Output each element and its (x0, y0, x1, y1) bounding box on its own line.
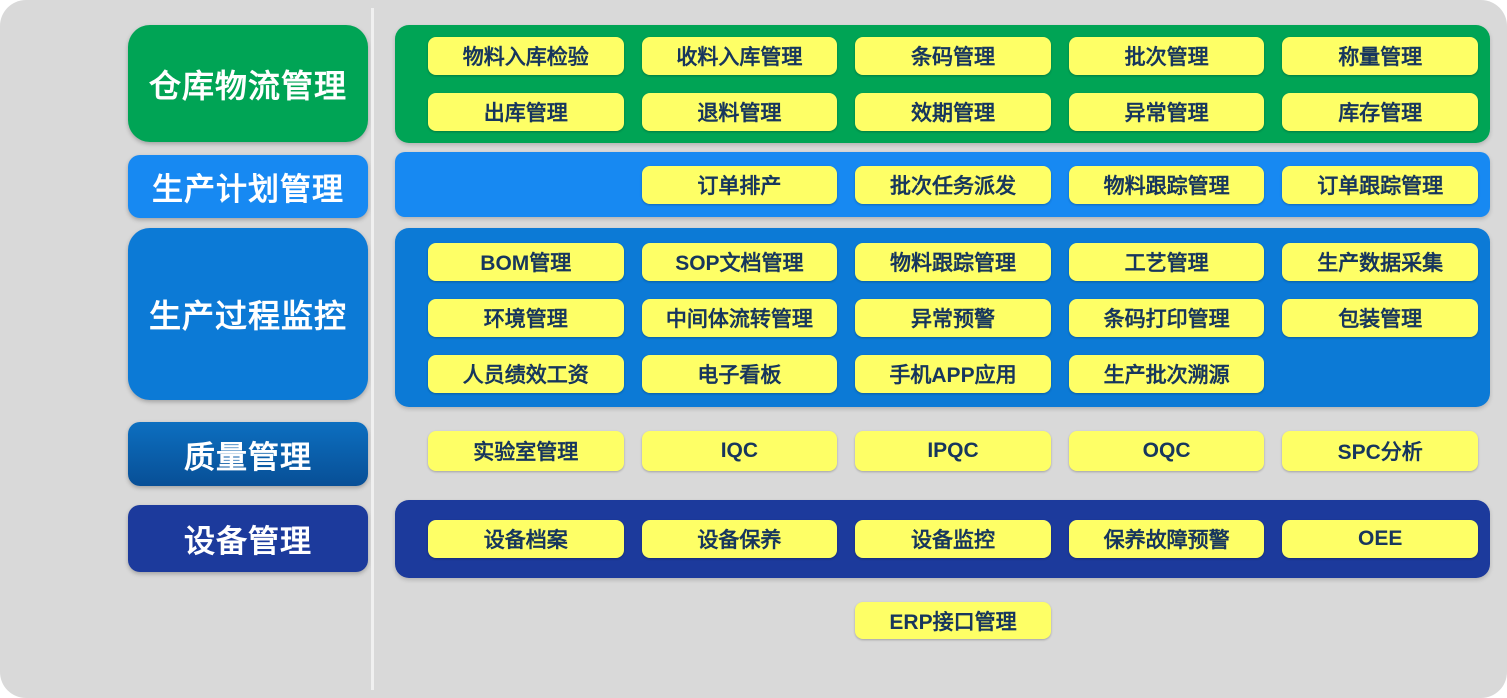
module-button[interactable]: 生产数据采集 (1282, 242, 1478, 281)
module-button[interactable]: 手机APP应用 (855, 354, 1051, 393)
module-row: 设备档案设备保养设备监控保养故障预警 OEE (395, 520, 1490, 558)
module-button[interactable]: 退料管理 (641, 93, 838, 131)
category-label-warehouse: 仓库物流管理 (128, 25, 368, 142)
module-button[interactable]: 工艺管理 (1068, 242, 1265, 281)
module-button[interactable]: 异常管理 (1068, 93, 1265, 131)
module-button[interactable]: 条码管理 (855, 37, 1051, 75)
erp-interface-button[interactable]: ERP接口管理 (855, 602, 1051, 639)
panel-quality: 实验室管理 IQC IPQC OQC SPC分析 (395, 430, 1490, 471)
module-button[interactable]: 称量管理 (1282, 37, 1478, 75)
category-label-planning: 生产计划管理 (128, 155, 368, 218)
module-button[interactable]: 出库管理 (428, 93, 624, 131)
panel-equipment: 设备档案设备保养设备监控保养故障预警 OEE (395, 500, 1490, 578)
module-row: 物料入库检验收料入库管理条码管理批次管理称量管理 (395, 37, 1490, 75)
module-row: 实验室管理 IQC IPQC OQC SPC分析 (395, 430, 1490, 471)
module-button[interactable]: 中间体流转管理 (641, 298, 838, 337)
module-button[interactable]: 物料入库检验 (428, 37, 624, 75)
module-button[interactable]: 批次管理 (1068, 37, 1265, 75)
module-button[interactable]: OQC (1068, 430, 1265, 471)
category-label-process: 生产过程监控 (128, 228, 368, 400)
module-button[interactable]: 设备监控 (855, 520, 1051, 558)
module-button[interactable]: 生产批次溯源 (1068, 354, 1265, 393)
module-button[interactable]: 保养故障预警 (1068, 520, 1265, 558)
module-button[interactable]: 环境管理 (428, 298, 624, 337)
module-button[interactable]: IPQC (855, 430, 1051, 471)
module-button[interactable]: 设备档案 (428, 520, 624, 558)
module-button[interactable]: 条码打印管理 (1068, 298, 1265, 337)
module-row: BOM管理 SOP文档管理物料跟踪管理工艺管理生产数据采集 (395, 242, 1490, 281)
module-button[interactable]: 异常预警 (855, 298, 1051, 337)
panel-warehouse: 物料入库检验收料入库管理条码管理批次管理称量管理出库管理退料管理效期管理异常管理… (395, 25, 1490, 143)
module-button[interactable]: 实验室管理 (428, 430, 624, 471)
module-button[interactable]: BOM管理 (428, 242, 624, 281)
module-row: 订单排产批次任务派发物料跟踪管理订单跟踪管理 (395, 165, 1490, 204)
module-button[interactable]: IQC (641, 430, 838, 471)
vertical-divider (371, 8, 374, 690)
module-button[interactable]: 订单跟踪管理 (1282, 165, 1478, 204)
module-button[interactable]: 人员绩效工资 (428, 354, 624, 393)
module-button[interactable]: SPC分析 (1282, 430, 1478, 471)
module-button[interactable]: 物料跟踪管理 (855, 242, 1051, 281)
module-button[interactable]: OEE (1282, 520, 1478, 558)
panel-process: BOM管理 SOP文档管理物料跟踪管理工艺管理生产数据采集环境管理中间体流转管理异… (395, 228, 1490, 407)
module-button[interactable]: 库存管理 (1282, 93, 1478, 131)
module-button[interactable]: 收料入库管理 (641, 37, 838, 75)
module-button[interactable]: 包装管理 (1282, 298, 1478, 337)
module-button[interactable]: 批次任务派发 (855, 165, 1051, 204)
module-button[interactable]: 效期管理 (855, 93, 1051, 131)
module-row: 环境管理中间体流转管理异常预警条码打印管理包装管理 (395, 298, 1490, 337)
category-label-equipment: 设备管理 (128, 505, 368, 572)
panel-planning: 订单排产批次任务派发物料跟踪管理订单跟踪管理 (395, 152, 1490, 217)
module-button[interactable]: 电子看板 (641, 354, 838, 393)
footer-row: ERP接口管理 (395, 602, 1490, 639)
module-button[interactable]: 设备保养 (641, 520, 838, 558)
module-button[interactable]: 物料跟踪管理 (1068, 165, 1265, 204)
module-row: 人员绩效工资电子看板手机APP应用生产批次溯源 (395, 354, 1490, 393)
category-label-quality: 质量管理 (128, 422, 368, 486)
module-button[interactable]: 订单排产 (641, 165, 838, 204)
module-button[interactable]: SOP文档管理 (641, 242, 838, 281)
module-row: 出库管理退料管理效期管理异常管理库存管理 (395, 93, 1490, 131)
